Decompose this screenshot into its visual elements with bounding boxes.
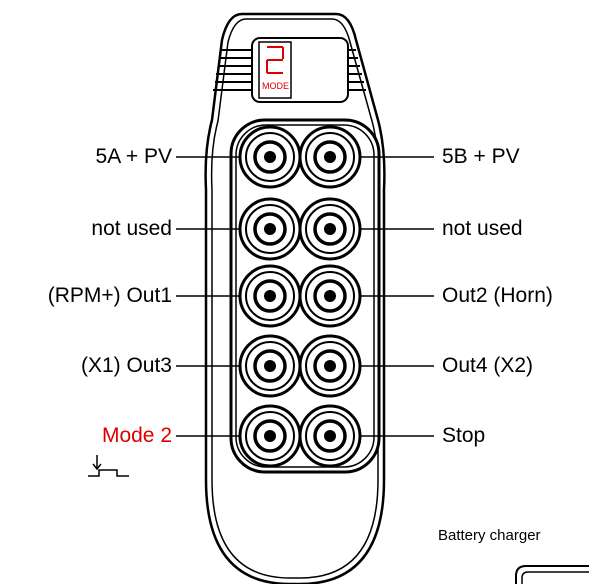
remote-body-inner [210,18,380,579]
label-left-1: 5A + PV [95,145,172,168]
push-button-icon-1[interactable] [238,125,302,189]
label-left-5-mode: Mode 2 [101,424,172,447]
momentary-switch-symbol-icon [88,455,129,477]
label-left-3: (RPM+) Out1 [47,284,172,307]
push-button-icon-2[interactable] [298,125,362,189]
push-button-icon-8[interactable] [298,334,362,398]
display-digit-2 [266,46,284,74]
label-left-2: not used [91,217,172,240]
label-right-3: Out2 (Horn) [442,284,553,307]
label-right-1: 5B + PV [442,145,520,168]
label-right-2: not used [442,217,523,240]
label-right-5-stop: Stop [442,424,486,447]
push-button-icon-10[interactable] [298,404,362,468]
push-button-icon-7[interactable] [238,334,302,398]
label-right-4: Out4 (X2) [442,354,534,377]
battery-charger-label: Battery charger [438,527,541,544]
push-button-icon-9[interactable] [238,404,302,468]
grip-ribs [213,49,366,91]
push-button-icon-6[interactable] [298,264,362,328]
push-button-icon-5[interactable] [238,264,302,328]
display-screen [258,41,292,99]
label-left-4: (X1) Out3 [80,354,172,377]
display-mode-label: MODE [262,81,289,91]
push-button-icon-3[interactable] [238,197,302,261]
push-button-icon-4[interactable] [298,197,362,261]
battery-charger-icon [515,565,589,584]
